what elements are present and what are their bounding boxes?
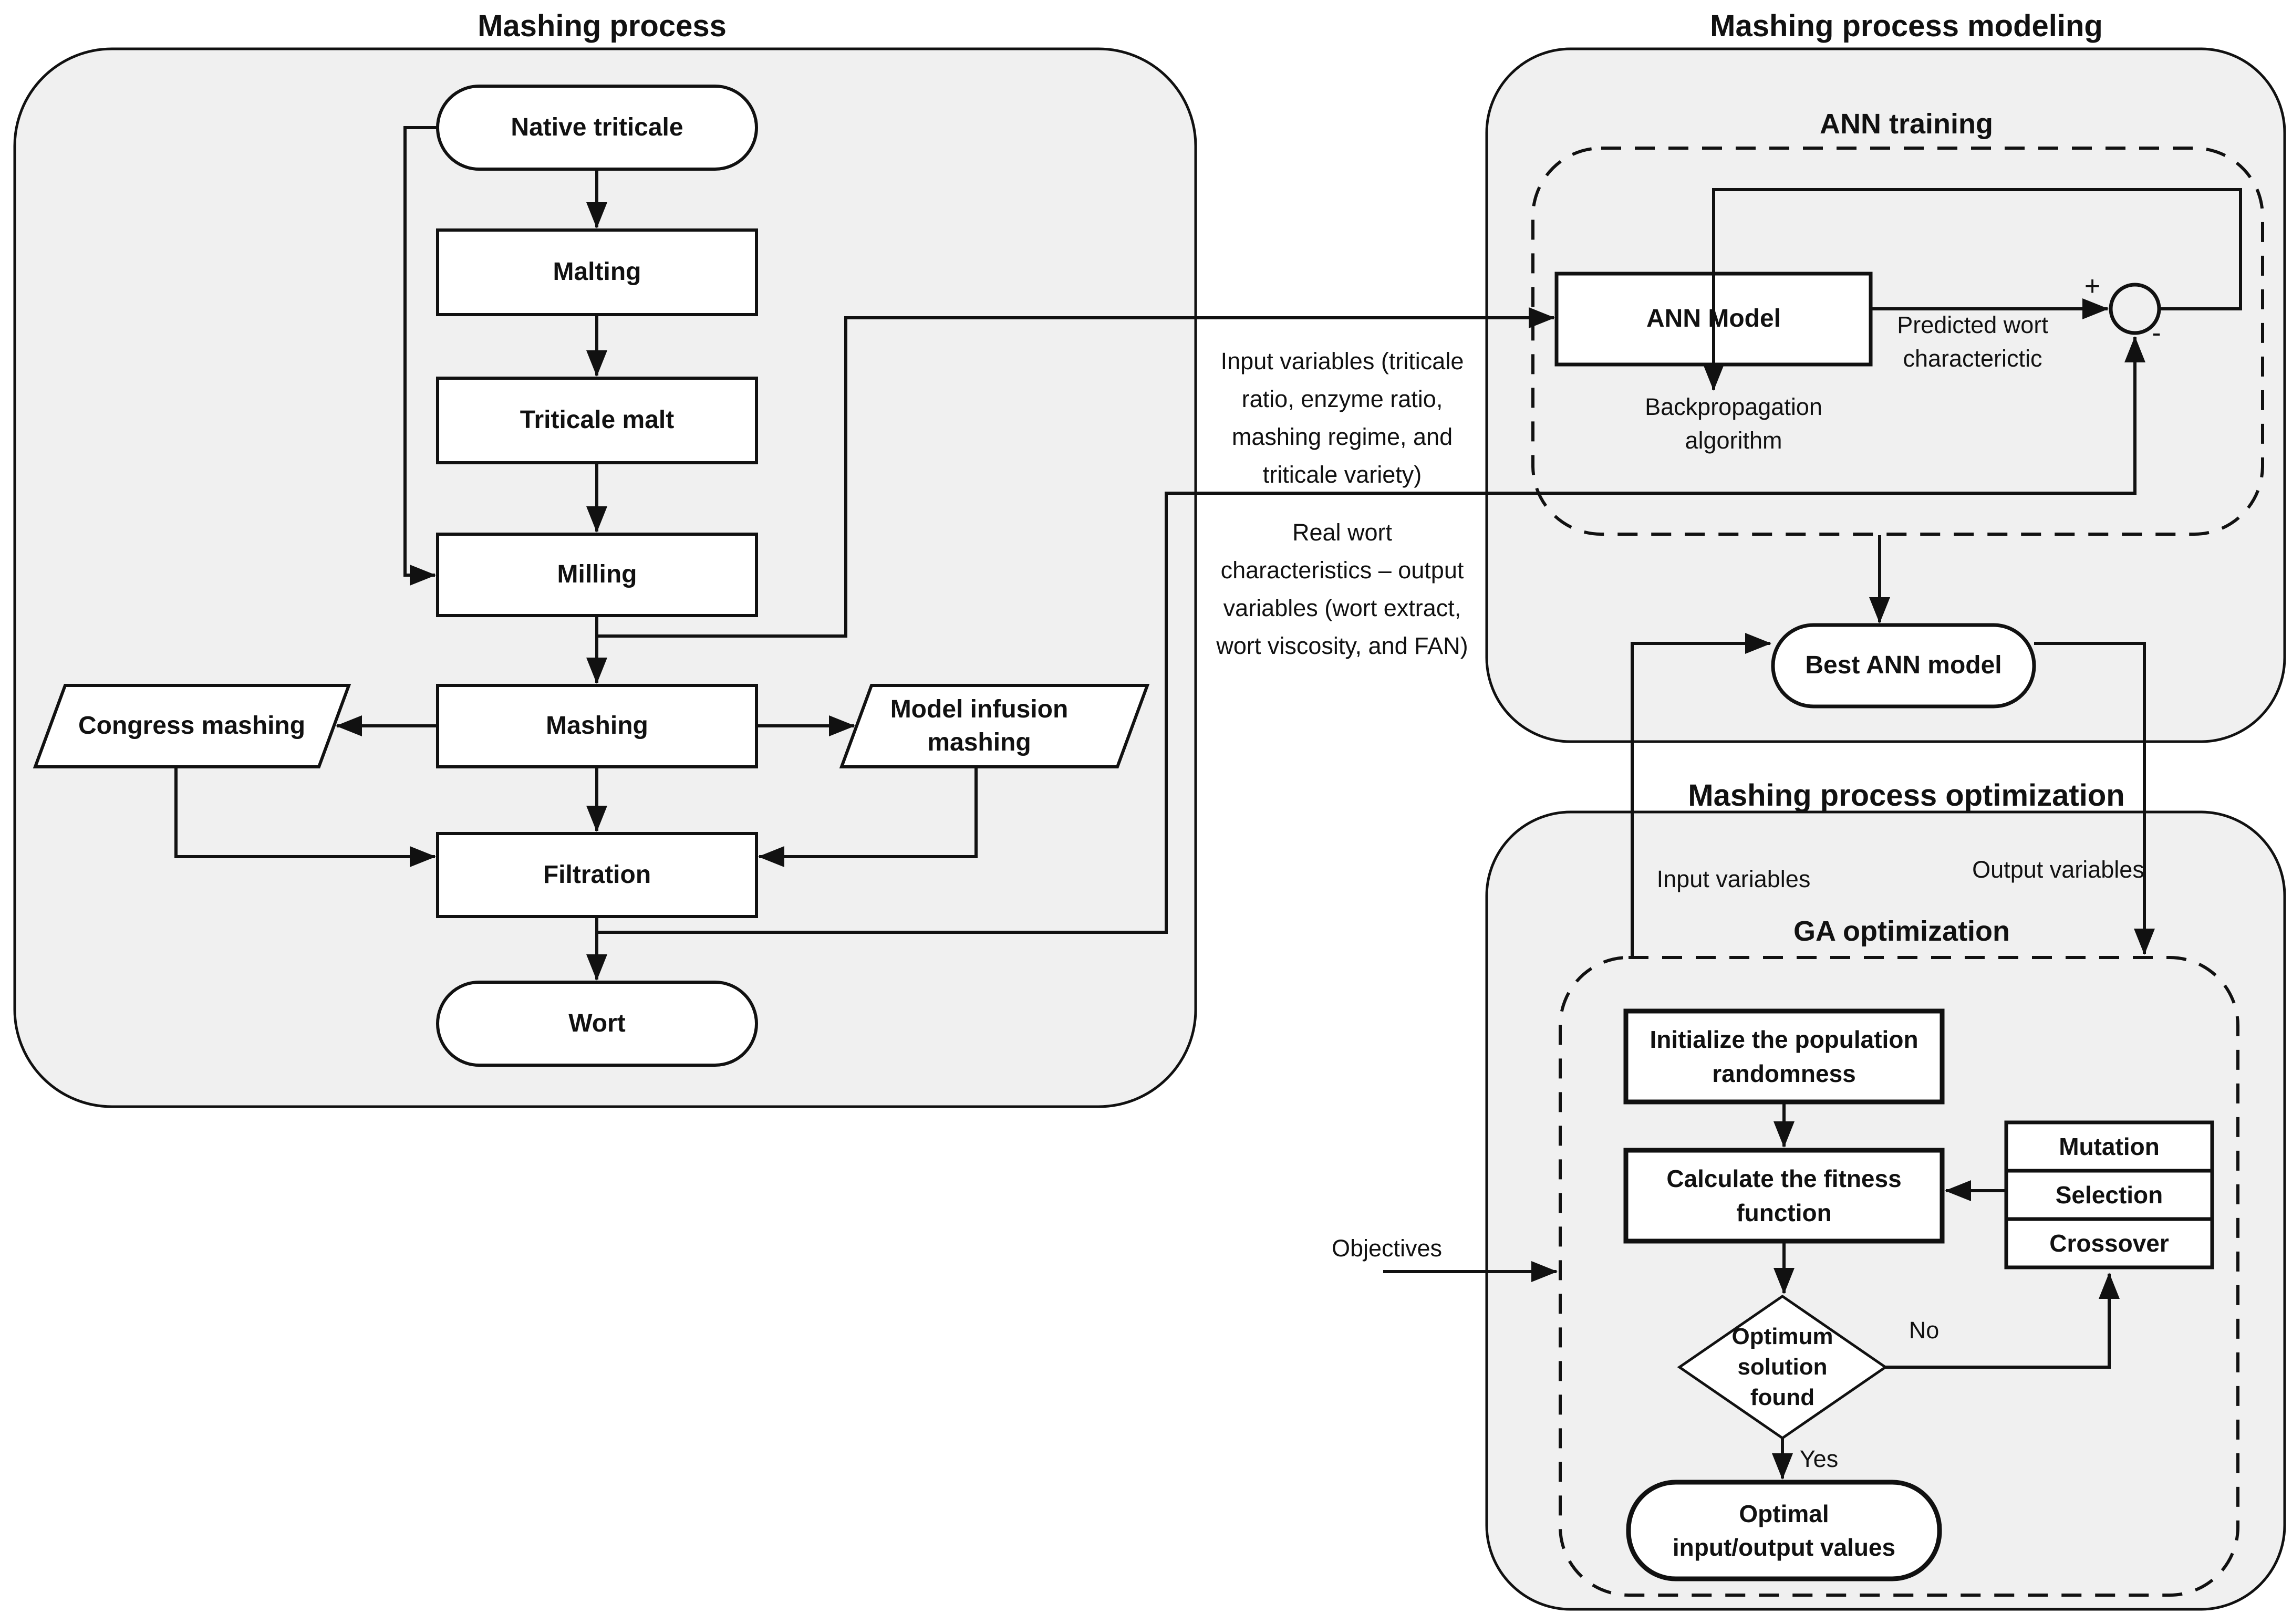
connector-decision-no-to-crossover	[1885, 1273, 2120, 1369]
optimization-title: Mashing process optimization	[1688, 778, 2125, 813]
plus-sign: +	[2084, 271, 2101, 301]
predicted-wort-label: Predicted wort characterictic	[1862, 309, 2083, 375]
malting-label: Malting	[553, 258, 641, 286]
modeling-title: Mashing process modeling	[1710, 8, 2103, 43]
congress-mashing-shape	[33, 684, 351, 768]
connector-ga-input-to-best-model	[1631, 633, 1771, 957]
fitness-line: Calculate the fitness	[1666, 1165, 1902, 1193]
connector-error-feedback-to-backprop	[1703, 188, 2242, 391]
arrow-native-bypass-to-milling	[403, 126, 438, 586]
selection-label: Selection	[2055, 1181, 2163, 1209]
no-label: No	[1909, 1317, 1940, 1344]
wort-shape	[436, 981, 758, 1067]
model-infusion-line: mashing	[927, 728, 1031, 756]
connector-input-variables-to-ann-model	[597, 307, 1555, 638]
ann-model-label: ANN Model	[1646, 305, 1781, 333]
optimal-line: input/output values	[1672, 1534, 1896, 1561]
ga-optimization-dashed-boundary	[1559, 956, 2239, 1597]
input-long-line: ratio, enzyme ratio,	[1241, 386, 1443, 412]
model-infusion-mashing-shape	[839, 684, 1150, 768]
congress-mashing-label: Congress mashing	[78, 712, 306, 740]
mutation-label: Mutation	[2059, 1132, 2160, 1160]
crossover-shape	[2004, 1217, 2214, 1269]
crossover-label: Crossover	[2049, 1229, 2169, 1257]
backprop-line: algorithm	[1685, 427, 1782, 454]
arrow-congress-to-filtration	[174, 767, 436, 867]
real-wort-long-label: Real wort characteristics – output varia…	[1198, 511, 1487, 668]
real-wort-line: wort viscosity, and FAN)	[1216, 632, 1468, 659]
triticale-malt-label: Triticale malt	[520, 406, 675, 434]
ann-training-dashed-boundary	[1531, 147, 2264, 536]
best-ann-model-shape	[1771, 623, 2036, 709]
initialize-line: Initialize the population	[1650, 1026, 1918, 1054]
native-triticale-label: Native triticale	[511, 113, 683, 141]
optimal-values-label: Optimal input/output values	[1629, 1482, 1940, 1579]
optimum-decision-label: Optimum solution found	[1717, 1311, 1848, 1423]
malting-shape	[436, 228, 758, 316]
initialize-population-shape	[1623, 1008, 1945, 1105]
model-infusion-line: Model infusion	[890, 695, 1069, 724]
predicted-line: characterictic	[1903, 345, 2042, 372]
mashing-label: Mashing	[546, 712, 648, 740]
best-ann-model-label: Best ANN model	[1805, 651, 2002, 680]
real-wort-line: variables (wort extract,	[1223, 595, 1461, 621]
triticale-malt-shape	[436, 377, 758, 464]
predicted-line: Predicted wort	[1897, 311, 2048, 339]
filtration-shape	[436, 832, 758, 918]
output-variables-label: Output variables	[1972, 856, 2144, 883]
wort-label: Wort	[568, 1009, 626, 1037]
initialize-line: randomness	[1712, 1059, 1856, 1087]
milling-label: Milling	[557, 560, 637, 589]
ga-optimization-title: GA optimization	[1793, 915, 2010, 948]
objectives-label: Objectives	[1331, 1235, 1443, 1262]
backpropagation-label: Backpropagation algorithm	[1597, 390, 1870, 458]
initialize-population-label: Initialize the population randomness	[1626, 1011, 1942, 1102]
ann-training-title: ANN training	[1820, 108, 1993, 140]
fitness-function-label: Calculate the fitness function	[1626, 1150, 1942, 1241]
yes-label: Yes	[1799, 1445, 1839, 1473]
input-long-line: Input variables (triticale	[1220, 348, 1464, 374]
milling-shape	[436, 533, 758, 617]
modeling-panel	[1485, 47, 2286, 743]
optimal-line: Optimal	[1739, 1500, 1829, 1527]
model-infusion-mashing-label: Model infusion mashing	[864, 685, 1095, 767]
input-long-line: triticale variety)	[1262, 461, 1422, 488]
input-long-line: mashing regime, and	[1231, 423, 1453, 450]
connector-best-model-output-to-ga	[2034, 642, 2155, 955]
input-variables-long-label: Input variables (triticale ratio, enzyme…	[1198, 329, 1487, 507]
filtration-label: Filtration	[543, 860, 651, 889]
mashing-process-title: Mashing process	[478, 8, 727, 43]
decision-line: found	[1750, 1384, 1815, 1411]
optimal-values-shape	[1626, 1480, 1942, 1581]
decision-line: solution	[1737, 1354, 1828, 1380]
arrow-model-infusion-to-filtration	[758, 767, 978, 867]
fitness-function-shape	[1623, 1148, 1945, 1244]
mutation-shape	[2004, 1120, 2214, 1173]
backprop-line: Backpropagation	[1645, 393, 1822, 421]
minus-sign: -	[2152, 318, 2161, 348]
input-variables-label: Input variables	[1656, 866, 1811, 893]
decision-line: Optimum	[1731, 1323, 1833, 1349]
connector-real-wort-to-summation	[597, 336, 2145, 934]
real-wort-line: Real wort	[1292, 519, 1393, 546]
fitness-line: function	[1736, 1199, 1832, 1226]
real-wort-line: characteristics – output	[1220, 557, 1464, 584]
